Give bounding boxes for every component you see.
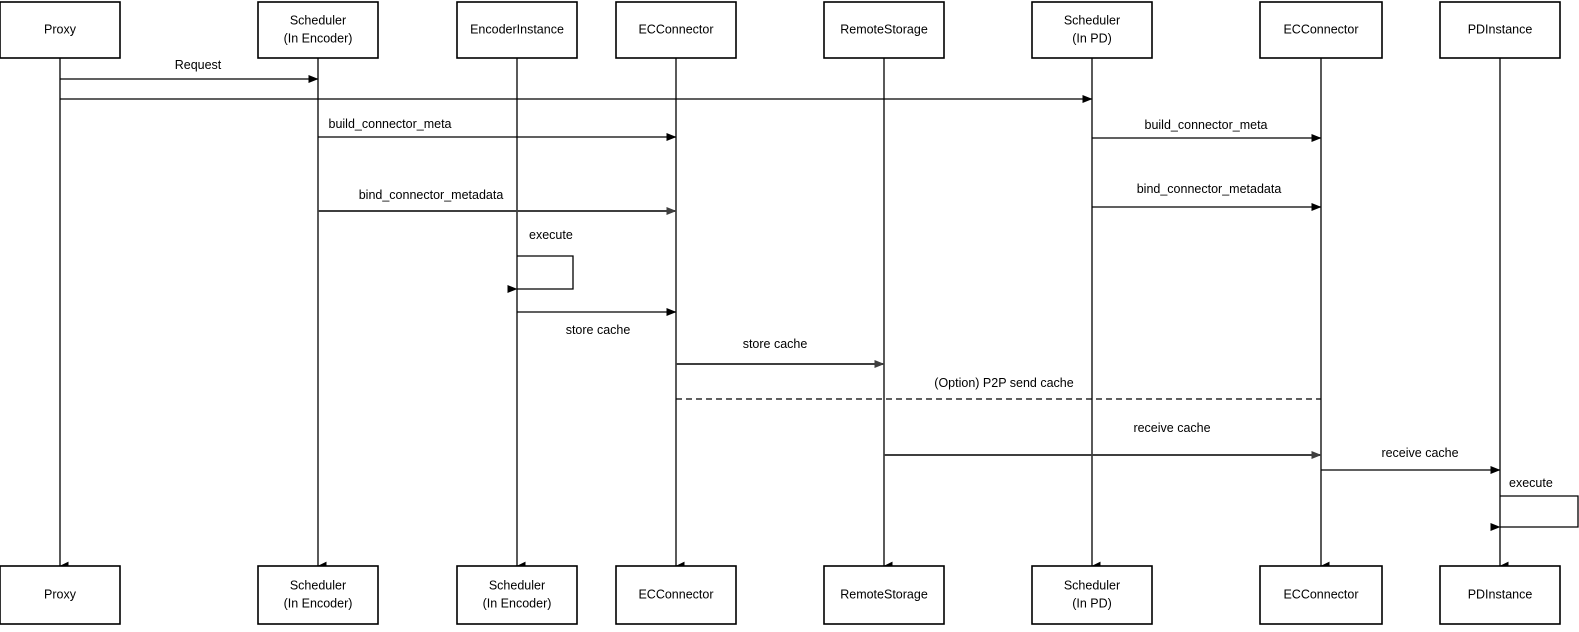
participant-box-frame bbox=[823, 1, 945, 59]
self-call-s2[interactable]: execute bbox=[1490, 476, 1579, 531]
participant-box-frame bbox=[257, 565, 379, 625]
participant-box-frame bbox=[823, 565, 945, 625]
participant-label-line1: RemoteStorage bbox=[840, 587, 928, 601]
self-call-s1[interactable]: execute bbox=[507, 228, 574, 293]
message-label: store cache bbox=[566, 323, 631, 337]
participant-box-proxy-top[interactable]: Proxy bbox=[0, 1, 121, 59]
message-m11[interactable]: receive cache bbox=[1321, 446, 1501, 474]
participant-label-line1: Scheduler bbox=[489, 578, 545, 592]
participant-box-frame bbox=[1259, 565, 1383, 625]
participant-box-frame bbox=[1259, 1, 1383, 59]
participant-box-frame bbox=[1439, 565, 1561, 625]
participant-label-line1: Scheduler bbox=[1064, 578, 1120, 592]
self-call-loop bbox=[1490, 495, 1579, 531]
messages-group: Request build_connector_meta build_connect… bbox=[60, 58, 1501, 474]
participant-box-pd-instance-bottom[interactable]: PDInstance bbox=[1439, 565, 1561, 625]
participant-label-line1: Scheduler bbox=[1064, 13, 1120, 27]
self-call-label: execute bbox=[529, 228, 573, 242]
message-m8[interactable]: store cache bbox=[676, 337, 885, 368]
participant-label-line1: Proxy bbox=[44, 587, 77, 601]
participant-box-encoder-inst-bottom[interactable]: Scheduler (In Encoder) bbox=[456, 565, 578, 625]
participant-box-frame bbox=[615, 565, 737, 625]
participant-box-encoder-inst-top[interactable]: EncoderInstance bbox=[456, 1, 578, 59]
message-m7[interactable]: store cache bbox=[517, 308, 677, 337]
participant-box-sched-enc-bottom[interactable]: Scheduler (In Encoder) bbox=[257, 565, 379, 625]
participant-box-ecconn-enc-bottom[interactable]: ECConnector bbox=[615, 565, 737, 625]
participant-box-frame bbox=[1031, 565, 1153, 625]
self-calls-group: execute execute bbox=[507, 228, 1579, 531]
participant-box-ecconn-pd-bottom[interactable]: ECConnector bbox=[1259, 565, 1383, 625]
participant-label-line1: ECConnector bbox=[638, 22, 713, 36]
participant-box-frame bbox=[1031, 1, 1153, 59]
message-m9[interactable]: (Option) P2P send cache bbox=[676, 376, 1321, 400]
participant-box-sched-pd-top[interactable]: Scheduler (In PD) bbox=[1031, 1, 1153, 59]
participant-label-line1: RemoteStorage bbox=[840, 22, 928, 36]
message-m4[interactable]: build_connector_meta bbox=[1092, 118, 1322, 142]
message-label: store cache bbox=[743, 337, 808, 351]
participant-label-line1: PDInstance bbox=[1468, 22, 1533, 36]
participant-box-frame bbox=[456, 1, 578, 59]
participant-box-frame bbox=[1439, 1, 1561, 59]
participant-label-line1: PDInstance bbox=[1468, 587, 1533, 601]
participant-label-line2: (In Encoder) bbox=[483, 596, 552, 610]
participant-label-line1: ECConnector bbox=[638, 587, 713, 601]
self-call-loop bbox=[507, 255, 574, 293]
participant-box-frame bbox=[0, 1, 121, 59]
participant-box-ecconn-enc-top[interactable]: ECConnector bbox=[615, 1, 737, 59]
message-label: receive cache bbox=[1381, 446, 1458, 460]
participant-box-sched-pd-bottom[interactable]: Scheduler (In PD) bbox=[1031, 565, 1153, 625]
participant-label-line1: Scheduler bbox=[290, 578, 346, 592]
participant-label-line1: Proxy bbox=[44, 22, 77, 36]
message-m3[interactable]: build_connector_meta bbox=[318, 117, 677, 141]
participant-box-sched-enc-top[interactable]: Scheduler (In Encoder) bbox=[257, 1, 379, 59]
participant-box-proxy-bottom[interactable]: Proxy bbox=[0, 565, 121, 625]
message-m10[interactable]: receive cache bbox=[884, 421, 1322, 459]
participant-box-ecconn-pd-top[interactable]: ECConnector bbox=[1259, 1, 1383, 59]
participant-box-frame bbox=[456, 565, 578, 625]
message-m5[interactable]: bind_connector_metadata bbox=[318, 188, 677, 215]
message-label: build_connector_meta bbox=[329, 117, 452, 131]
participant-label-line2: (In Encoder) bbox=[284, 596, 353, 610]
message-label: bind_connector_metadata bbox=[1137, 182, 1282, 196]
self-call-label: execute bbox=[1509, 476, 1553, 490]
message-m1[interactable]: Request bbox=[60, 58, 319, 83]
participant-label-line1: Scheduler bbox=[290, 13, 346, 27]
message-label: Request bbox=[175, 58, 222, 72]
bottom-participant-boxes: Proxy Scheduler (In Encoder) Scheduler (In E… bbox=[0, 565, 1561, 625]
participant-label-line1: EncoderInstance bbox=[470, 22, 564, 36]
participant-box-frame bbox=[257, 1, 379, 59]
participant-box-remote-storage-top[interactable]: RemoteStorage bbox=[823, 1, 945, 59]
participant-label-line2: (In PD) bbox=[1072, 31, 1112, 45]
participant-label-line2: (In PD) bbox=[1072, 596, 1112, 610]
participant-box-frame bbox=[0, 565, 121, 625]
message-label: (Option) P2P send cache bbox=[934, 376, 1073, 390]
message-label: bind_connector_metadata bbox=[359, 188, 504, 202]
participant-label-line2: (In Encoder) bbox=[284, 31, 353, 45]
message-label: receive cache bbox=[1133, 421, 1210, 435]
lifelines-group bbox=[59, 58, 1509, 571]
top-participant-boxes: Proxy Scheduler (In Encoder) EncoderInstanc… bbox=[0, 1, 1561, 59]
participant-label-line1: ECConnector bbox=[1283, 22, 1358, 36]
participant-label-line1: ECConnector bbox=[1283, 587, 1358, 601]
message-label: build_connector_meta bbox=[1145, 118, 1268, 132]
participant-box-remote-storage-bottom[interactable]: RemoteStorage bbox=[823, 565, 945, 625]
message-m6[interactable]: bind_connector_metadata bbox=[1092, 182, 1322, 211]
participant-box-pd-instance-top[interactable]: PDInstance bbox=[1439, 1, 1561, 59]
participant-box-frame bbox=[615, 1, 737, 59]
